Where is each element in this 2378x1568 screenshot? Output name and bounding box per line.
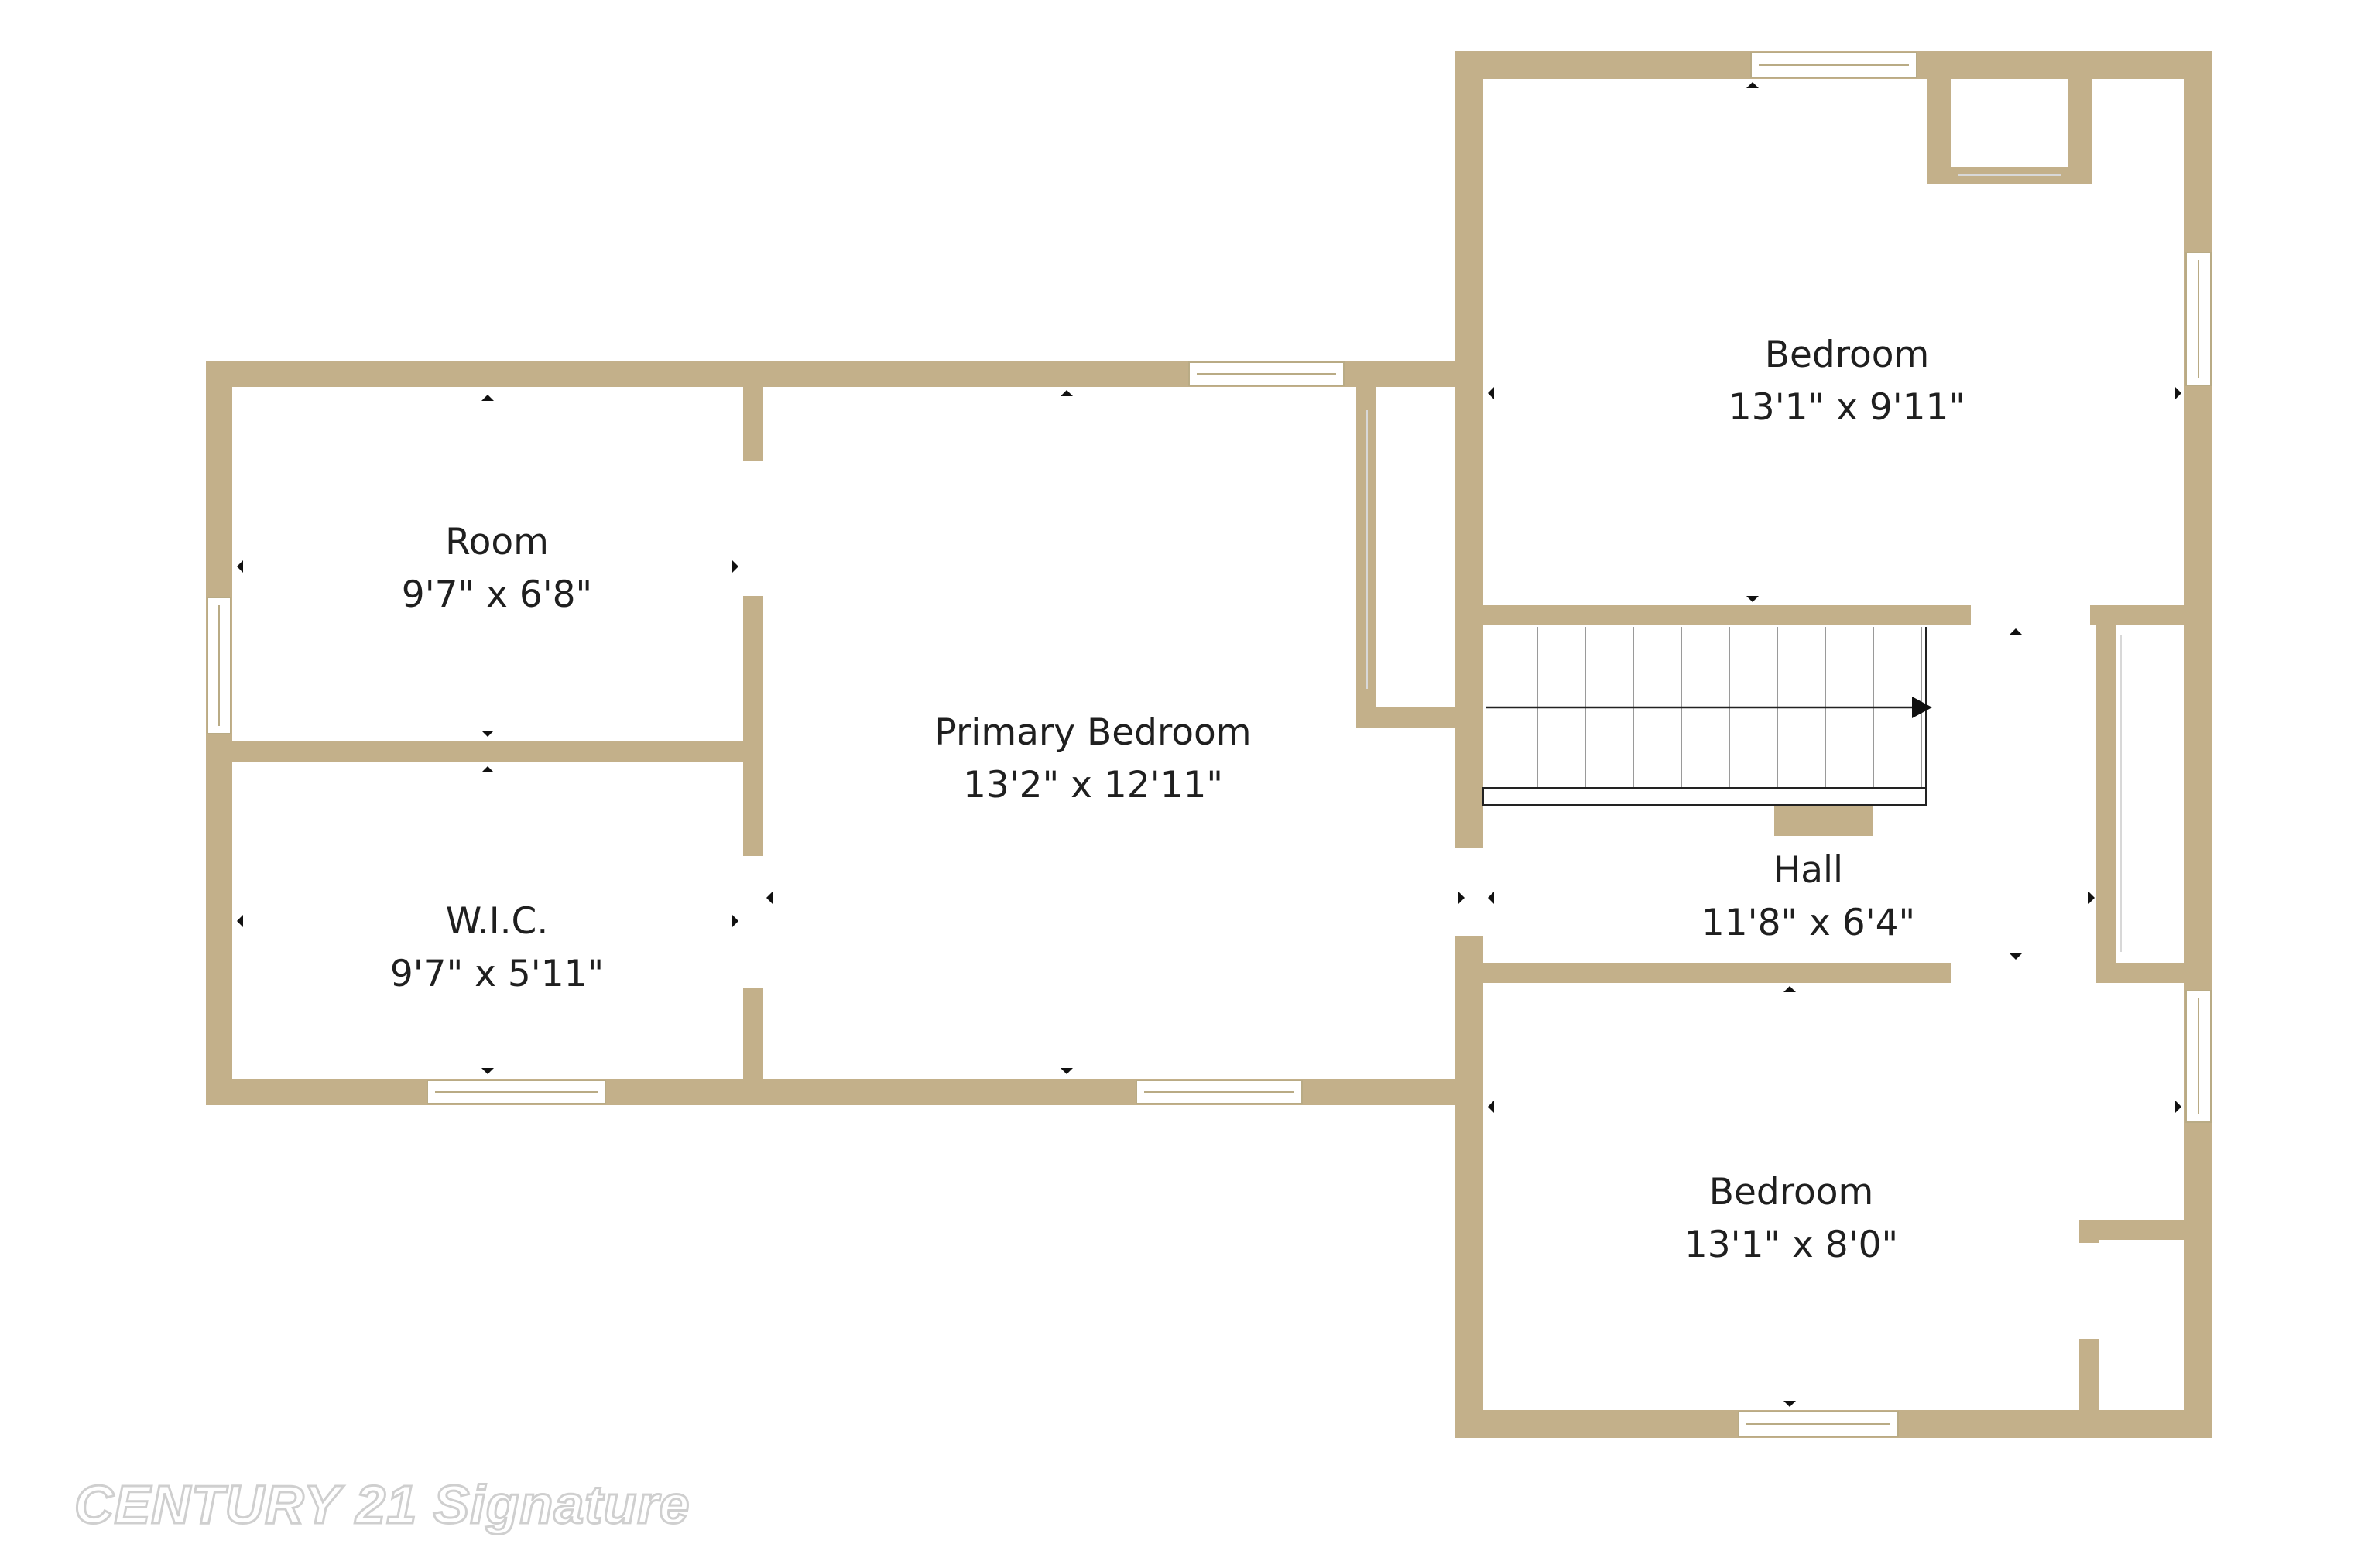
room-name-room: Room <box>445 521 549 563</box>
room-name-primary-bedroom: Primary Bedroom <box>934 711 1251 754</box>
wall-box-left <box>1927 74 1951 184</box>
wall-right-outer-upper <box>1455 51 1483 848</box>
wall-primary-top-right <box>1355 361 1463 387</box>
wall-right-outer-lower <box>1455 936 1483 1438</box>
room-name-bedroom-upper: Bedroom <box>1765 334 1930 376</box>
wall-lower-closet-side <box>2079 1339 2099 1438</box>
room-name-hall: Hall <box>1773 849 1843 892</box>
room-size-wic: 9'7" x 5'11" <box>390 953 604 995</box>
room-size-hall: 11'8" x 6'4" <box>1701 902 1915 944</box>
wall-divider-2 <box>743 596 763 856</box>
wall-hall-bottom-right <box>2096 963 2212 983</box>
wall-room-wic <box>206 741 763 762</box>
room-size-primary-bedroom: 13'2" x 12'11" <box>963 764 1223 806</box>
room-size-bedroom-lower: 13'1" x 8'0" <box>1684 1224 1898 1266</box>
room-size-room: 9'7" x 6'8" <box>402 573 592 616</box>
windows <box>207 52 2212 1437</box>
wall-divider-3 <box>743 988 763 1105</box>
wall-box-right <box>2068 74 2092 184</box>
wall-hall-closet <box>2096 619 2116 983</box>
room-size-bedroom-upper: 13'1" x 9'11" <box>1729 386 1965 429</box>
watermark-text: CENTURY 21 Signature <box>74 1474 690 1535</box>
room-name-bedroom-lower: Bedroom <box>1709 1171 1874 1214</box>
stair-landing <box>1774 805 1873 836</box>
wall-lower-closet-stub <box>2079 1220 2099 1243</box>
wall-hall-top-left <box>1455 605 1971 625</box>
dimension-markers <box>237 82 2181 1407</box>
wall-lower-closet-top <box>2079 1220 2212 1240</box>
staircase <box>1482 627 1932 806</box>
room-name-wic: W.I.C. <box>446 900 549 943</box>
room-labels: Room 9'7" x 6'8" W.I.C. 9'7" x 5'11" Pri… <box>390 334 1965 1266</box>
wall-divider-1 <box>743 361 763 461</box>
wall-hall-bottom-left <box>1455 963 1951 983</box>
